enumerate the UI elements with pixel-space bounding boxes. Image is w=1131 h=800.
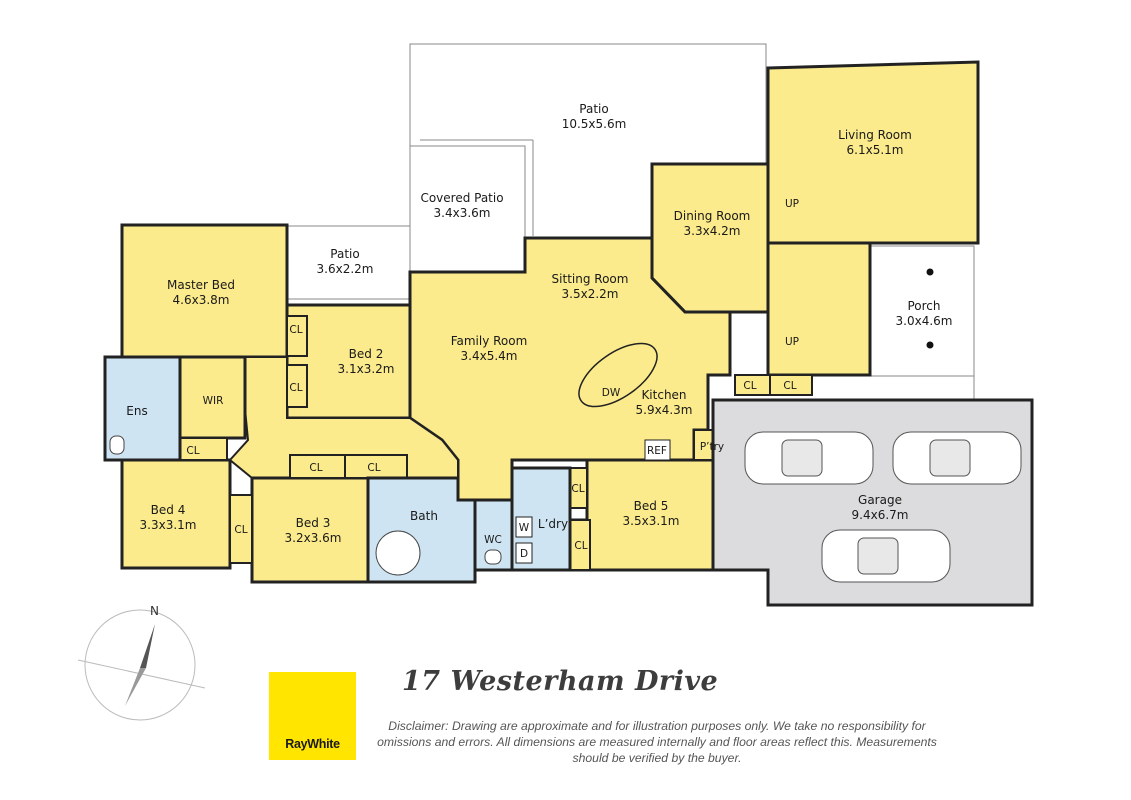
bed3-name: Bed 3 (296, 516, 331, 530)
bed2-dims: 3.1x3.2m (338, 362, 395, 376)
closet-label: CL (289, 324, 302, 336)
bed5-name: Bed 5 (634, 499, 669, 513)
closet-label: CL (571, 483, 584, 495)
pantry-label: P’try (700, 441, 724, 453)
patio-small-name: Patio (330, 247, 359, 261)
master-bed-name: Master Bed (167, 278, 235, 292)
sitting-room-name: Sitting Room (552, 272, 629, 286)
patio-small-dims: 3.6x2.2m (317, 262, 374, 276)
brand-name: RayWhite (285, 737, 340, 751)
raywhite-logo: RayWhite (269, 672, 356, 760)
toilet-icon (109, 435, 125, 455)
compass-icon (77, 609, 206, 721)
bed4-name: Bed 4 (151, 503, 186, 517)
wir-label: WIR (203, 395, 224, 407)
porch-post (926, 341, 934, 349)
wc-label: WC (484, 534, 502, 546)
bed4-dims: 3.3x3.1m (140, 518, 197, 532)
closet-label: CL (234, 524, 247, 536)
ensuite-label: Ens (126, 404, 147, 418)
covered-patio-area (409, 145, 526, 273)
dishwasher-label: DW (602, 387, 621, 399)
stairs-up-label: UP (785, 336, 799, 348)
closet (286, 315, 308, 357)
washer-box (515, 516, 533, 538)
toilet-icon (484, 549, 502, 565)
covered-patio-name: Covered Patio (420, 191, 503, 205)
car-icon (892, 431, 1022, 485)
kitchen-island (578, 342, 658, 408)
laundry-label: L’dry (538, 517, 568, 531)
closet-label: CL (574, 540, 587, 552)
dining-room-floor (650, 162, 770, 314)
closet-label: CL (309, 462, 322, 474)
bath-tub-icon (375, 530, 421, 576)
dryer-box (515, 542, 533, 564)
car-icon (744, 431, 874, 485)
bath-label: Bath (410, 509, 438, 523)
fridge-box (644, 439, 671, 461)
dryer-label: D (520, 548, 528, 560)
garage-dims: 9.4x6.7m (852, 508, 909, 522)
hall-floor (766, 241, 872, 377)
closet (229, 494, 253, 564)
closet-label: CL (743, 380, 756, 392)
bed3-floor (250, 476, 370, 584)
bed5-dims: 3.5x3.1m (623, 514, 680, 528)
compass-north-label: N (150, 604, 159, 618)
disclaimer-text: Disclaimer: Drawing are approximate and … (377, 719, 937, 765)
closet-label: CL (289, 382, 302, 394)
dining-room-dims: 3.3x4.2m (684, 224, 741, 238)
porch-name: Porch (907, 299, 940, 313)
ensuite-floor (103, 355, 182, 462)
porch-area (869, 245, 975, 377)
porch-post (926, 268, 934, 276)
closet-label: CL (186, 445, 199, 457)
closet-label: CL (783, 380, 796, 392)
patio-main-name: Patio (579, 102, 608, 116)
kitchen-dims: 5.9x4.3m (636, 403, 693, 417)
master-bed-dims: 4.6x3.8m (173, 293, 230, 307)
dining-room-name: Dining Room (674, 209, 751, 223)
kitchen-name: Kitchen (641, 388, 686, 402)
porch-dims: 3.0x4.6m (896, 314, 953, 328)
sitting-room-dims: 3.5x2.2m (562, 287, 619, 301)
property-address: 17 Westerham Drive (402, 666, 719, 697)
family-room-name: Family Room (451, 334, 528, 348)
family-room-dims: 3.4x5.4m (461, 349, 518, 363)
living-room-dims: 6.1x5.1m (847, 143, 904, 157)
closet (286, 364, 308, 408)
living-room-name: Living Room (838, 128, 912, 142)
closet-label: CL (367, 462, 380, 474)
closet (769, 374, 813, 396)
stairs-up-label: UP (785, 198, 799, 210)
bed3-dims: 3.2x3.6m (285, 531, 342, 545)
garage-name: Garage (858, 493, 902, 507)
patio-main-dims: 10.5x5.6m (562, 117, 627, 131)
washer-label: W (519, 522, 530, 534)
covered-patio-dims: 3.4x3.6m (434, 206, 491, 220)
fridge-label: REF (647, 445, 667, 457)
bed2-name: Bed 2 (349, 347, 384, 361)
car-icon (821, 529, 951, 583)
